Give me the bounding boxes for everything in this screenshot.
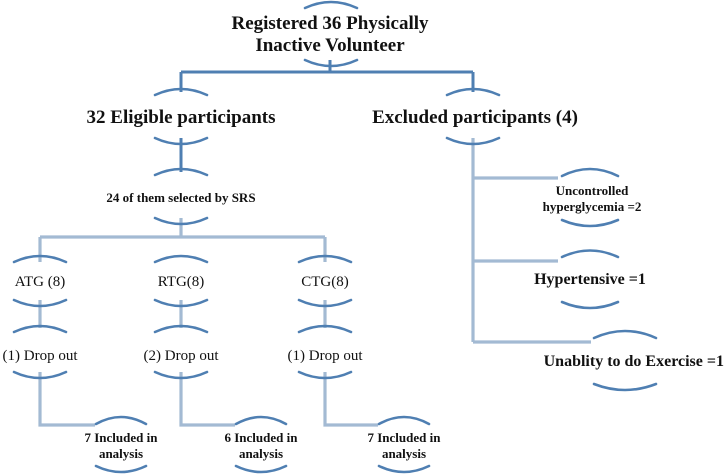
reason-hyperglycemia-brackets	[560, 167, 620, 228]
dropout-rtg-label: (2) Drop out	[144, 348, 220, 364]
connector-excluded-reasons	[471, 138, 591, 344]
reason-exercise-brackets	[592, 329, 658, 392]
eligible-node-brackets	[153, 87, 209, 146]
root-node-line1: Registered 36 Physically	[231, 13, 429, 34]
group-atg-label: ATG (8)	[15, 274, 65, 290]
dropout-atg-label: (1) Drop out	[3, 348, 79, 364]
bracket-bottom	[303, 58, 359, 68]
root-node-line2: Inactive Volunteer	[255, 35, 405, 56]
included-rtg-brackets	[234, 415, 288, 474]
reason-hyperglycemia-line2: hyperglycemia =2	[543, 199, 642, 214]
connector-groups-to-dropout	[38, 300, 327, 328]
eligible-node: 32 Eligible participants	[87, 107, 276, 128]
reason-hypertensive: Hypertensive =1	[534, 271, 646, 288]
reason-hyperglycemia-line1: Uncontrolled	[556, 183, 629, 198]
connector-dropout-to-included	[38, 372, 378, 427]
included-rtg-line1: 6 Included in	[225, 430, 299, 445]
dropout-ctg-label: (1) Drop out	[288, 348, 364, 364]
reason-exercise: Unablity to do Exercise =1	[544, 353, 724, 370]
selected-node-brackets	[153, 167, 209, 226]
group-rtg-brackets	[153, 254, 209, 380]
connector-selected-to-groups	[38, 218, 327, 262]
included-atg-line1: 7 Included in	[85, 430, 159, 445]
included-ctg-line1: 7 Included in	[368, 430, 442, 445]
included-atg-line2: analysis	[99, 446, 143, 461]
group-ctg-brackets	[297, 254, 353, 380]
bracket-top	[303, 0, 359, 10]
group-ctg-label: CTG(8)	[301, 274, 349, 290]
included-rtg-line2: analysis	[239, 446, 283, 461]
included-ctg-line2: analysis	[382, 446, 426, 461]
root-node-brackets	[303, 0, 359, 68]
included-ctg-brackets	[377, 415, 431, 474]
selected-node: 24 of them selected by SRS	[106, 190, 255, 205]
included-atg-brackets	[94, 415, 148, 474]
excluded-node: Excluded participants (4)	[372, 107, 578, 128]
reason-hypertensive-brackets	[560, 249, 620, 310]
group-rtg-label: RTG(8)	[158, 274, 205, 290]
group-atg-brackets	[12, 254, 68, 380]
excluded-node-brackets	[445, 87, 501, 146]
